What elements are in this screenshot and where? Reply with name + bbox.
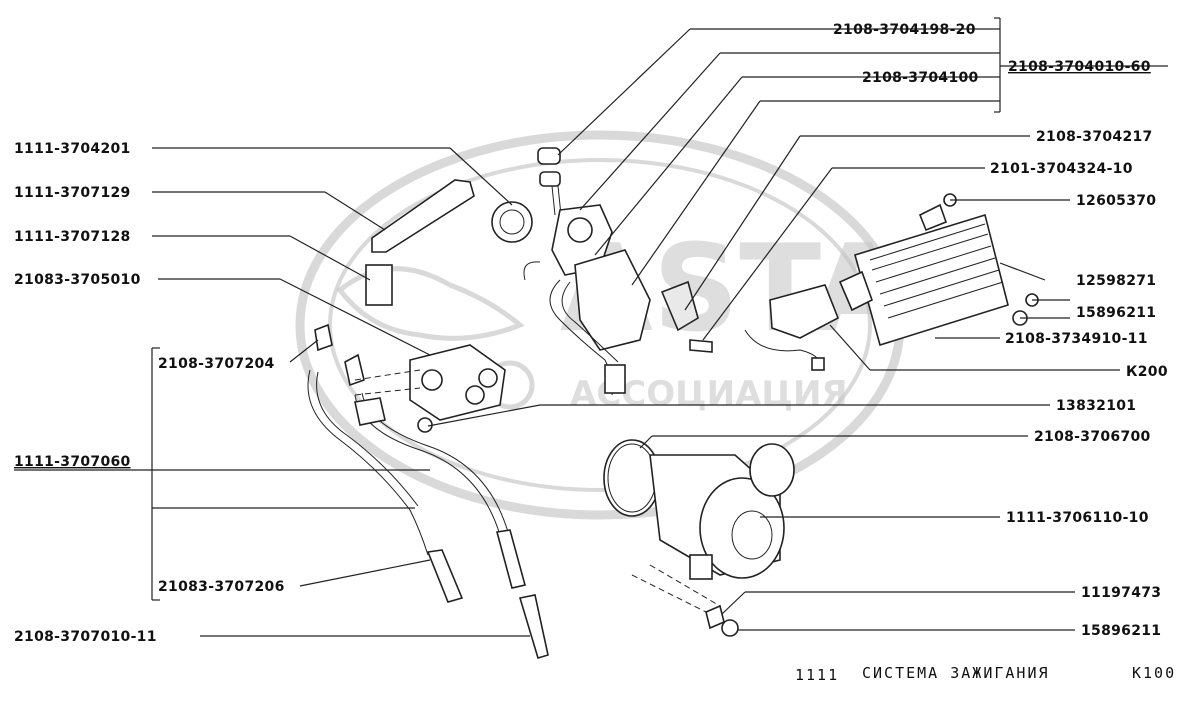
label-12598271: 12598271 [1076,273,1156,289]
distributor [603,439,795,637]
label-15896211-ecu: 15896211 [1076,305,1156,321]
ignition-control-unit [838,193,1039,347]
label-2108-3707204: 2108-3707204 [158,356,275,372]
label-2108-3704217: 2108-3704217 [1036,129,1153,145]
ignition-key [537,147,562,216]
label-21083-3707206: 21083-3707206 [158,579,285,595]
wire-connector [744,284,840,371]
label-2108-3734910-11: 2108-3734910-11 [1005,331,1148,347]
label-2108-3707010-11: 2108-3707010-11 [14,629,157,645]
label-k200: К200 [1126,364,1168,380]
mounting-bracket [365,179,475,306]
label-2108-3704010-60: 2108-3704010-60 [1008,59,1151,75]
footer-code: К100 [1132,664,1176,682]
label-2108-3704100: 2108-3704100 [862,70,979,86]
label-21083-3705010: 21083-3705010 [14,272,141,288]
footer: 1111 СИСТЕМА ЗАЖИГАНИЯ К100 [795,664,1176,684]
switch-ring [491,201,533,243]
label-1111-3707129: 1111-3707129 [14,185,131,201]
ignition-coil [409,344,506,433]
ignition-switch [523,204,651,396]
label-1111-3704201: 1111-3704201 [14,141,131,157]
ignition-wires [307,323,549,659]
label-2108-3704198-20: 2108-3704198-20 [833,22,976,38]
leader-lines [14,17,1168,637]
label-11197473: 11197473 [1081,585,1161,601]
part-labels: 2108-3704198-20 2108-3704010-60 2108-370… [14,22,1168,645]
footer-title: СИСТЕМА ЗАЖИГАНИЯ [862,664,1050,682]
footer-model: 1111 [795,666,839,684]
label-2101-3704324-10: 2101-3704324-10 [990,161,1133,177]
label-1111-3707060: 1111-3707060 [14,454,131,470]
label-1111-3706110-10: 1111-3706110-10 [1006,510,1149,526]
label-15896211-distributor: 15896211 [1081,623,1161,639]
label-2108-3706700: 2108-3706700 [1034,429,1151,445]
switch-cover [660,280,713,353]
label-1111-3707128: 1111-3707128 [14,229,131,245]
label-12605370: 12605370 [1076,193,1156,209]
label-13832101: 13832101 [1056,398,1136,414]
